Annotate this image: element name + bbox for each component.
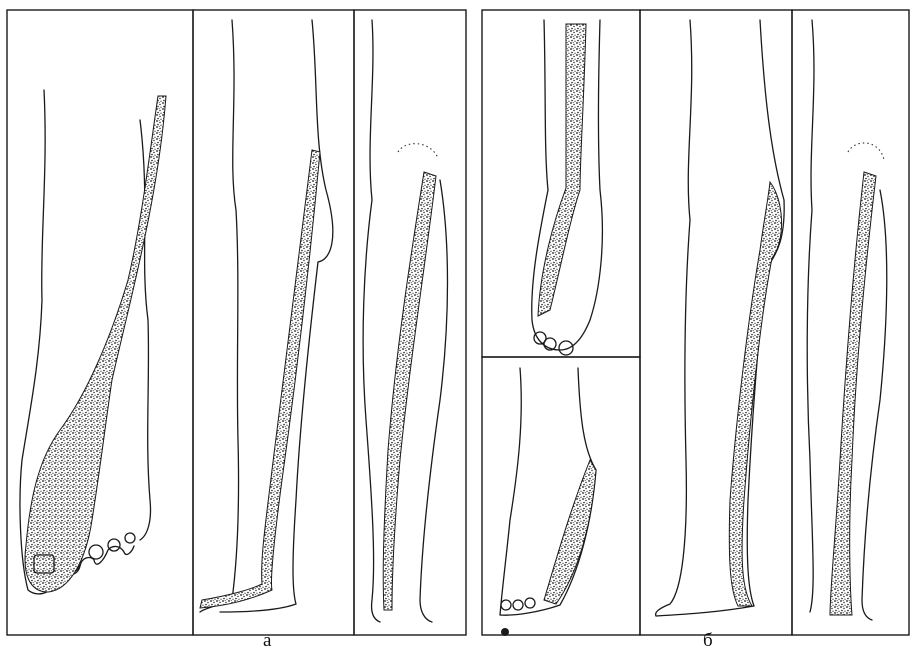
panel-a-front-leg — [200, 20, 333, 612]
panel-b-top-foot-frame — [482, 10, 640, 357]
panel-b-bottom-foot — [500, 368, 596, 636]
panel-a-side-leg-band — [383, 172, 436, 610]
panel-b-top-foot — [532, 20, 603, 355]
panel-a-front-leg-band — [200, 150, 320, 608]
panel-b-front-leg — [656, 20, 785, 616]
panel-a-foot-band — [25, 96, 166, 592]
panel-b-side-leg-band — [830, 172, 876, 615]
panel-b-front-leg-frame — [640, 10, 792, 635]
panel-a-side-leg — [363, 20, 447, 622]
panel-a-foot — [20, 90, 166, 594]
group-a — [7, 10, 466, 635]
group-b — [482, 10, 909, 636]
panel-a-label: а — [263, 630, 271, 652]
panel-b-bottom-foot-band — [544, 460, 596, 604]
panel-b-front-leg-band — [729, 182, 781, 606]
panel-b-label: б — [703, 630, 713, 652]
panel-b-side-leg — [807, 20, 887, 620]
